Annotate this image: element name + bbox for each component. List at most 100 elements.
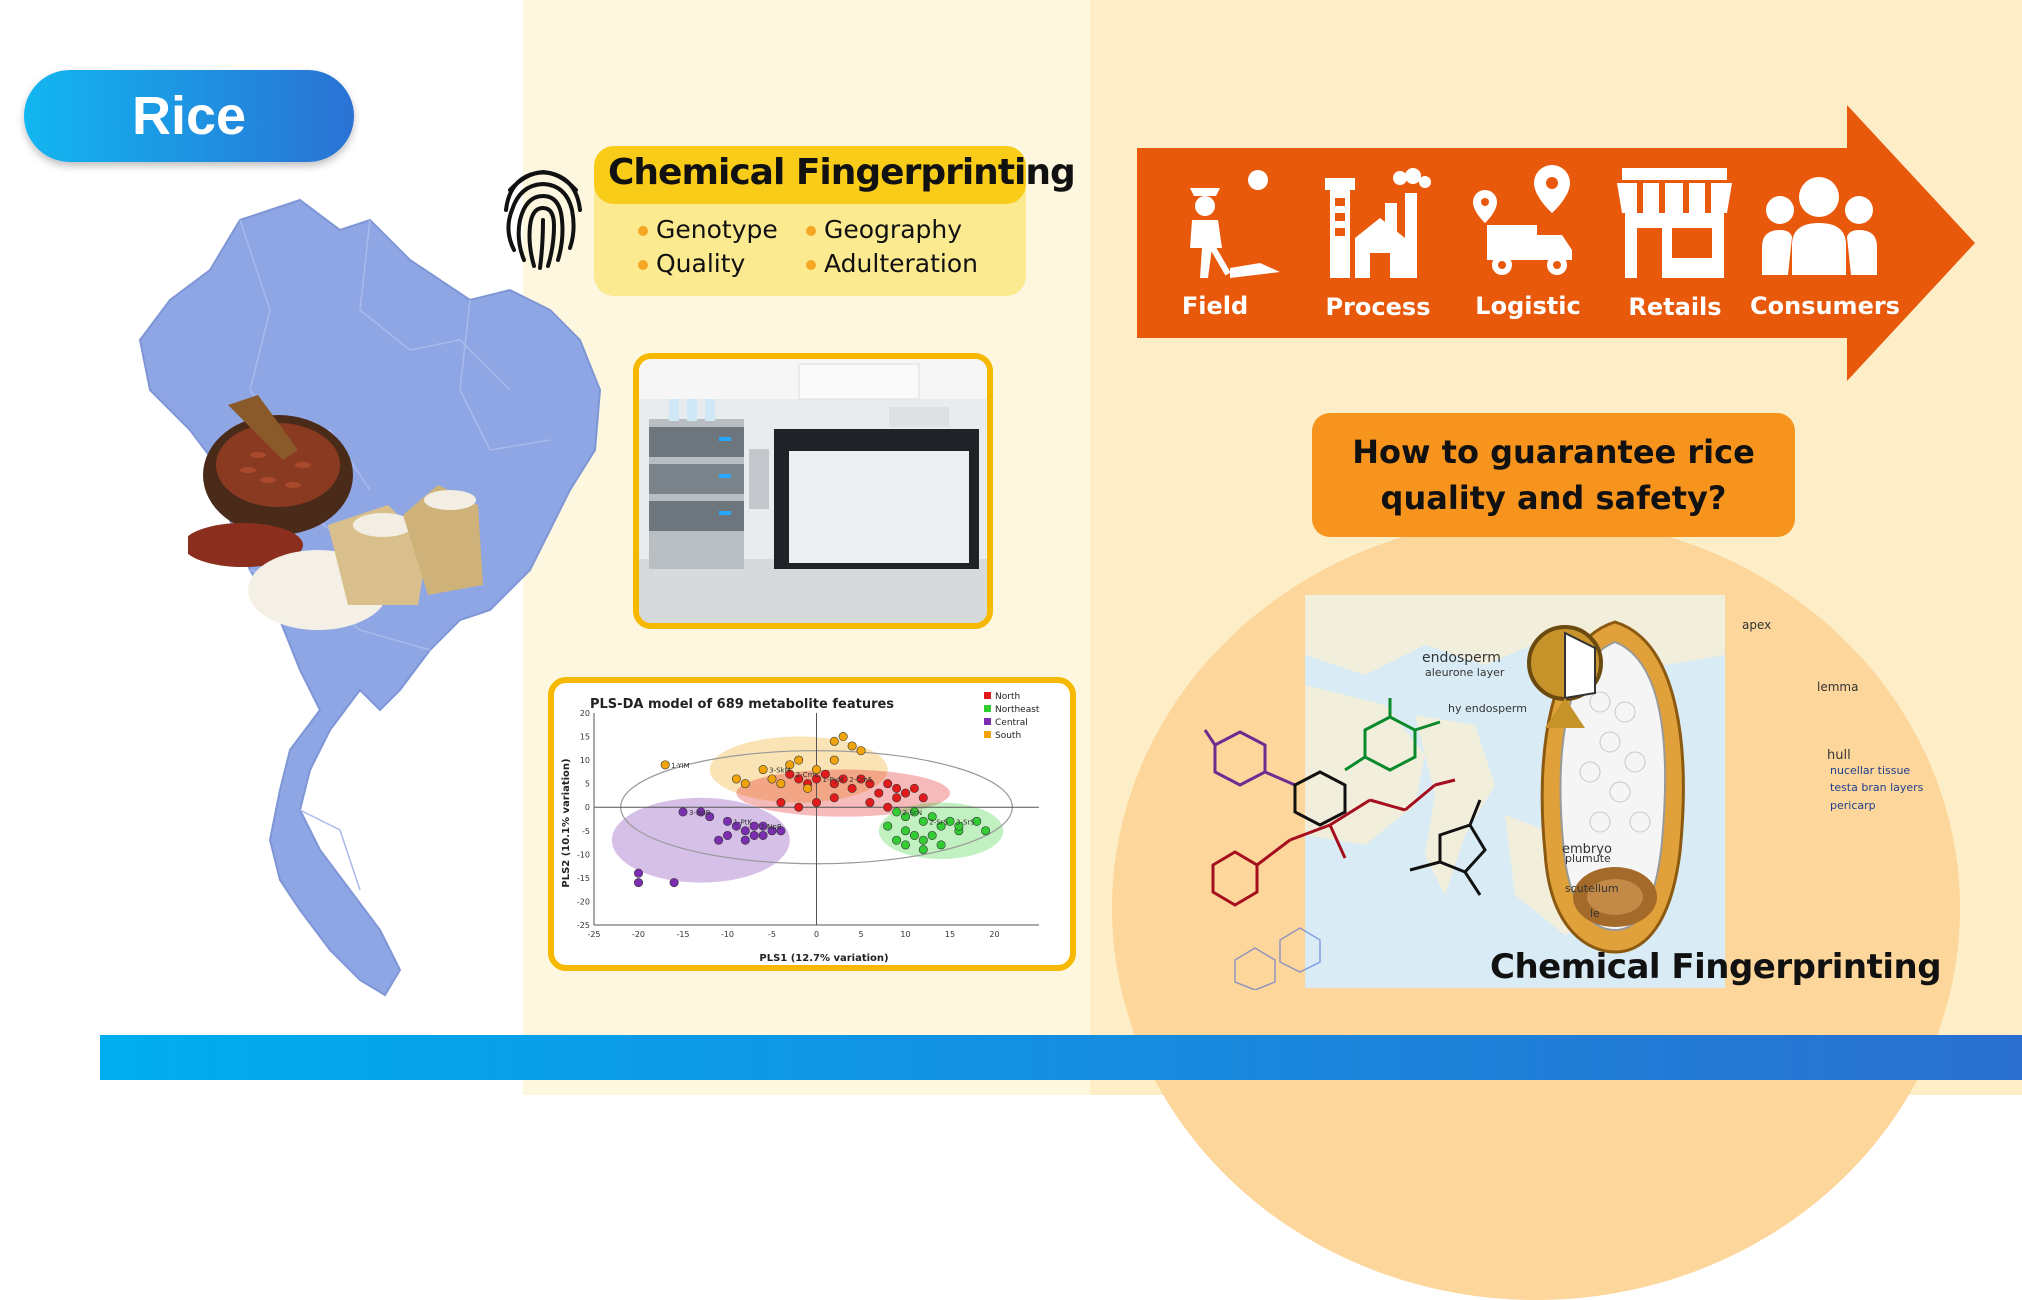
data-point-central — [634, 878, 644, 888]
data-point-northeast — [954, 821, 964, 831]
bullet-icon — [806, 226, 816, 236]
data-point-north — [883, 802, 893, 812]
y-tick-label: -10 — [577, 850, 590, 859]
data-point-north — [811, 798, 821, 808]
fingerprint-item-adulteration: Adulteration — [806, 249, 978, 278]
data-point-north — [794, 774, 804, 784]
fingerprint-item-genotype: Genotype — [638, 215, 778, 244]
pls-da-chart-frame: PLS-DA model of 689 metabolite features … — [548, 677, 1076, 971]
data-point-northeast — [892, 807, 902, 817]
seed-caption: Chemical Fingerprinting — [1490, 947, 1942, 987]
legend-label: North — [995, 692, 1020, 702]
data-point-south — [803, 783, 813, 793]
data-point-northeast — [883, 821, 893, 831]
data-point-north — [918, 793, 928, 803]
step-label-logistic: Logistic — [1475, 292, 1581, 320]
x-tick-label: -20 — [632, 930, 645, 939]
faded-molecule — [1234, 927, 1321, 990]
data-point-northeast — [945, 816, 955, 826]
data-point-north — [883, 779, 893, 789]
data-point-south — [740, 779, 750, 789]
data-point-central — [740, 826, 750, 836]
data-point-north — [909, 783, 919, 793]
data-point-central — [767, 826, 777, 836]
data-point-central — [776, 826, 786, 836]
x-tick-label: 0 — [814, 930, 819, 939]
data-point-central — [758, 821, 768, 831]
data-point-central — [634, 868, 644, 878]
question-box: How to guarantee rice quality and safety… — [1312, 413, 1795, 537]
y-tick-label: 20 — [580, 709, 590, 718]
logistic-icon — [1473, 165, 1572, 275]
x-tick-label: 15 — [945, 930, 955, 939]
data-point-north — [856, 774, 866, 784]
wooden-scoop — [228, 395, 298, 460]
x-tick-label: -5 — [768, 930, 776, 939]
seed-label-apex: apex — [1742, 618, 1772, 632]
data-point-north — [811, 774, 821, 784]
data-point-south — [811, 765, 821, 775]
data-point-central — [758, 830, 768, 840]
data-point-north — [900, 788, 910, 798]
y-tick-label: -25 — [577, 921, 590, 930]
data-point-south — [776, 779, 786, 789]
data-point-south — [847, 741, 857, 751]
lab-instrument-illustration — [639, 359, 987, 623]
x-tick-label: -10 — [721, 930, 734, 939]
data-point-north — [865, 779, 875, 789]
seed-label-pericarp: pericarp — [1830, 799, 1876, 812]
data-point-central — [723, 830, 733, 840]
question-line-1: How to guarantee rice — [1352, 433, 1755, 471]
pls-da-chart: PLS-DA model of 689 metabolite features … — [561, 692, 1040, 964]
data-point-central — [723, 816, 733, 826]
data-point-central — [749, 821, 759, 831]
rice-label: Rice — [24, 70, 354, 162]
legend-swatch — [984, 692, 991, 699]
point-label: 2-SrN — [903, 809, 923, 817]
data-point-north — [794, 802, 804, 812]
data-point-south — [660, 760, 670, 770]
factory-icon — [1325, 168, 1431, 278]
seed-label-plumute: plumute — [1565, 852, 1611, 865]
data-point-northeast — [918, 835, 928, 845]
data-point-south — [758, 765, 768, 775]
point-label: 1-PyM — [823, 776, 844, 784]
data-point-northeast — [909, 807, 919, 817]
data-point-central — [749, 830, 759, 840]
y-tick-label: -20 — [577, 897, 590, 906]
x-tick-label: -25 — [587, 930, 600, 939]
bullet-icon — [638, 260, 648, 270]
point-label: 1-YIM — [671, 762, 690, 770]
legend-swatch — [984, 705, 991, 712]
seed-label-hull: hull — [1827, 748, 1851, 763]
fingerprint-title-text: Chemical Fingerprinting — [608, 152, 1076, 193]
data-point-north — [785, 769, 795, 779]
seed-label-hy-endosperm: hy endosperm — [1448, 702, 1527, 715]
chemical-structures — [1203, 698, 1487, 990]
data-point-northeast — [900, 840, 910, 850]
data-point-northeast — [936, 821, 946, 831]
bottom-bar — [100, 1035, 2022, 1080]
data-point-north — [847, 783, 857, 793]
data-point-south — [856, 746, 866, 756]
green-molecule — [1344, 698, 1441, 772]
data-point-north — [892, 793, 902, 803]
x-tick-label: 5 — [858, 930, 863, 939]
seed-zoom-icon — [1527, 625, 1603, 728]
point-label: 2-SrS — [929, 818, 948, 826]
seed-label-le: le — [1590, 907, 1600, 920]
data-point-north — [874, 788, 884, 798]
seed-label-aleurone: aleurone layer — [1425, 666, 1505, 679]
data-point-central — [714, 835, 724, 845]
seed-label-nucellar: nucellar tissue — [1830, 764, 1911, 777]
data-point-south — [829, 755, 839, 765]
data-point-central — [740, 835, 750, 845]
data-point-northeast — [981, 826, 991, 836]
y-tick-label: -15 — [577, 874, 590, 883]
legend-swatch — [984, 731, 991, 738]
rice-illustration — [188, 395, 483, 630]
data-point-northeast — [892, 835, 902, 845]
question-line-2: quality and safety? — [1380, 479, 1727, 517]
